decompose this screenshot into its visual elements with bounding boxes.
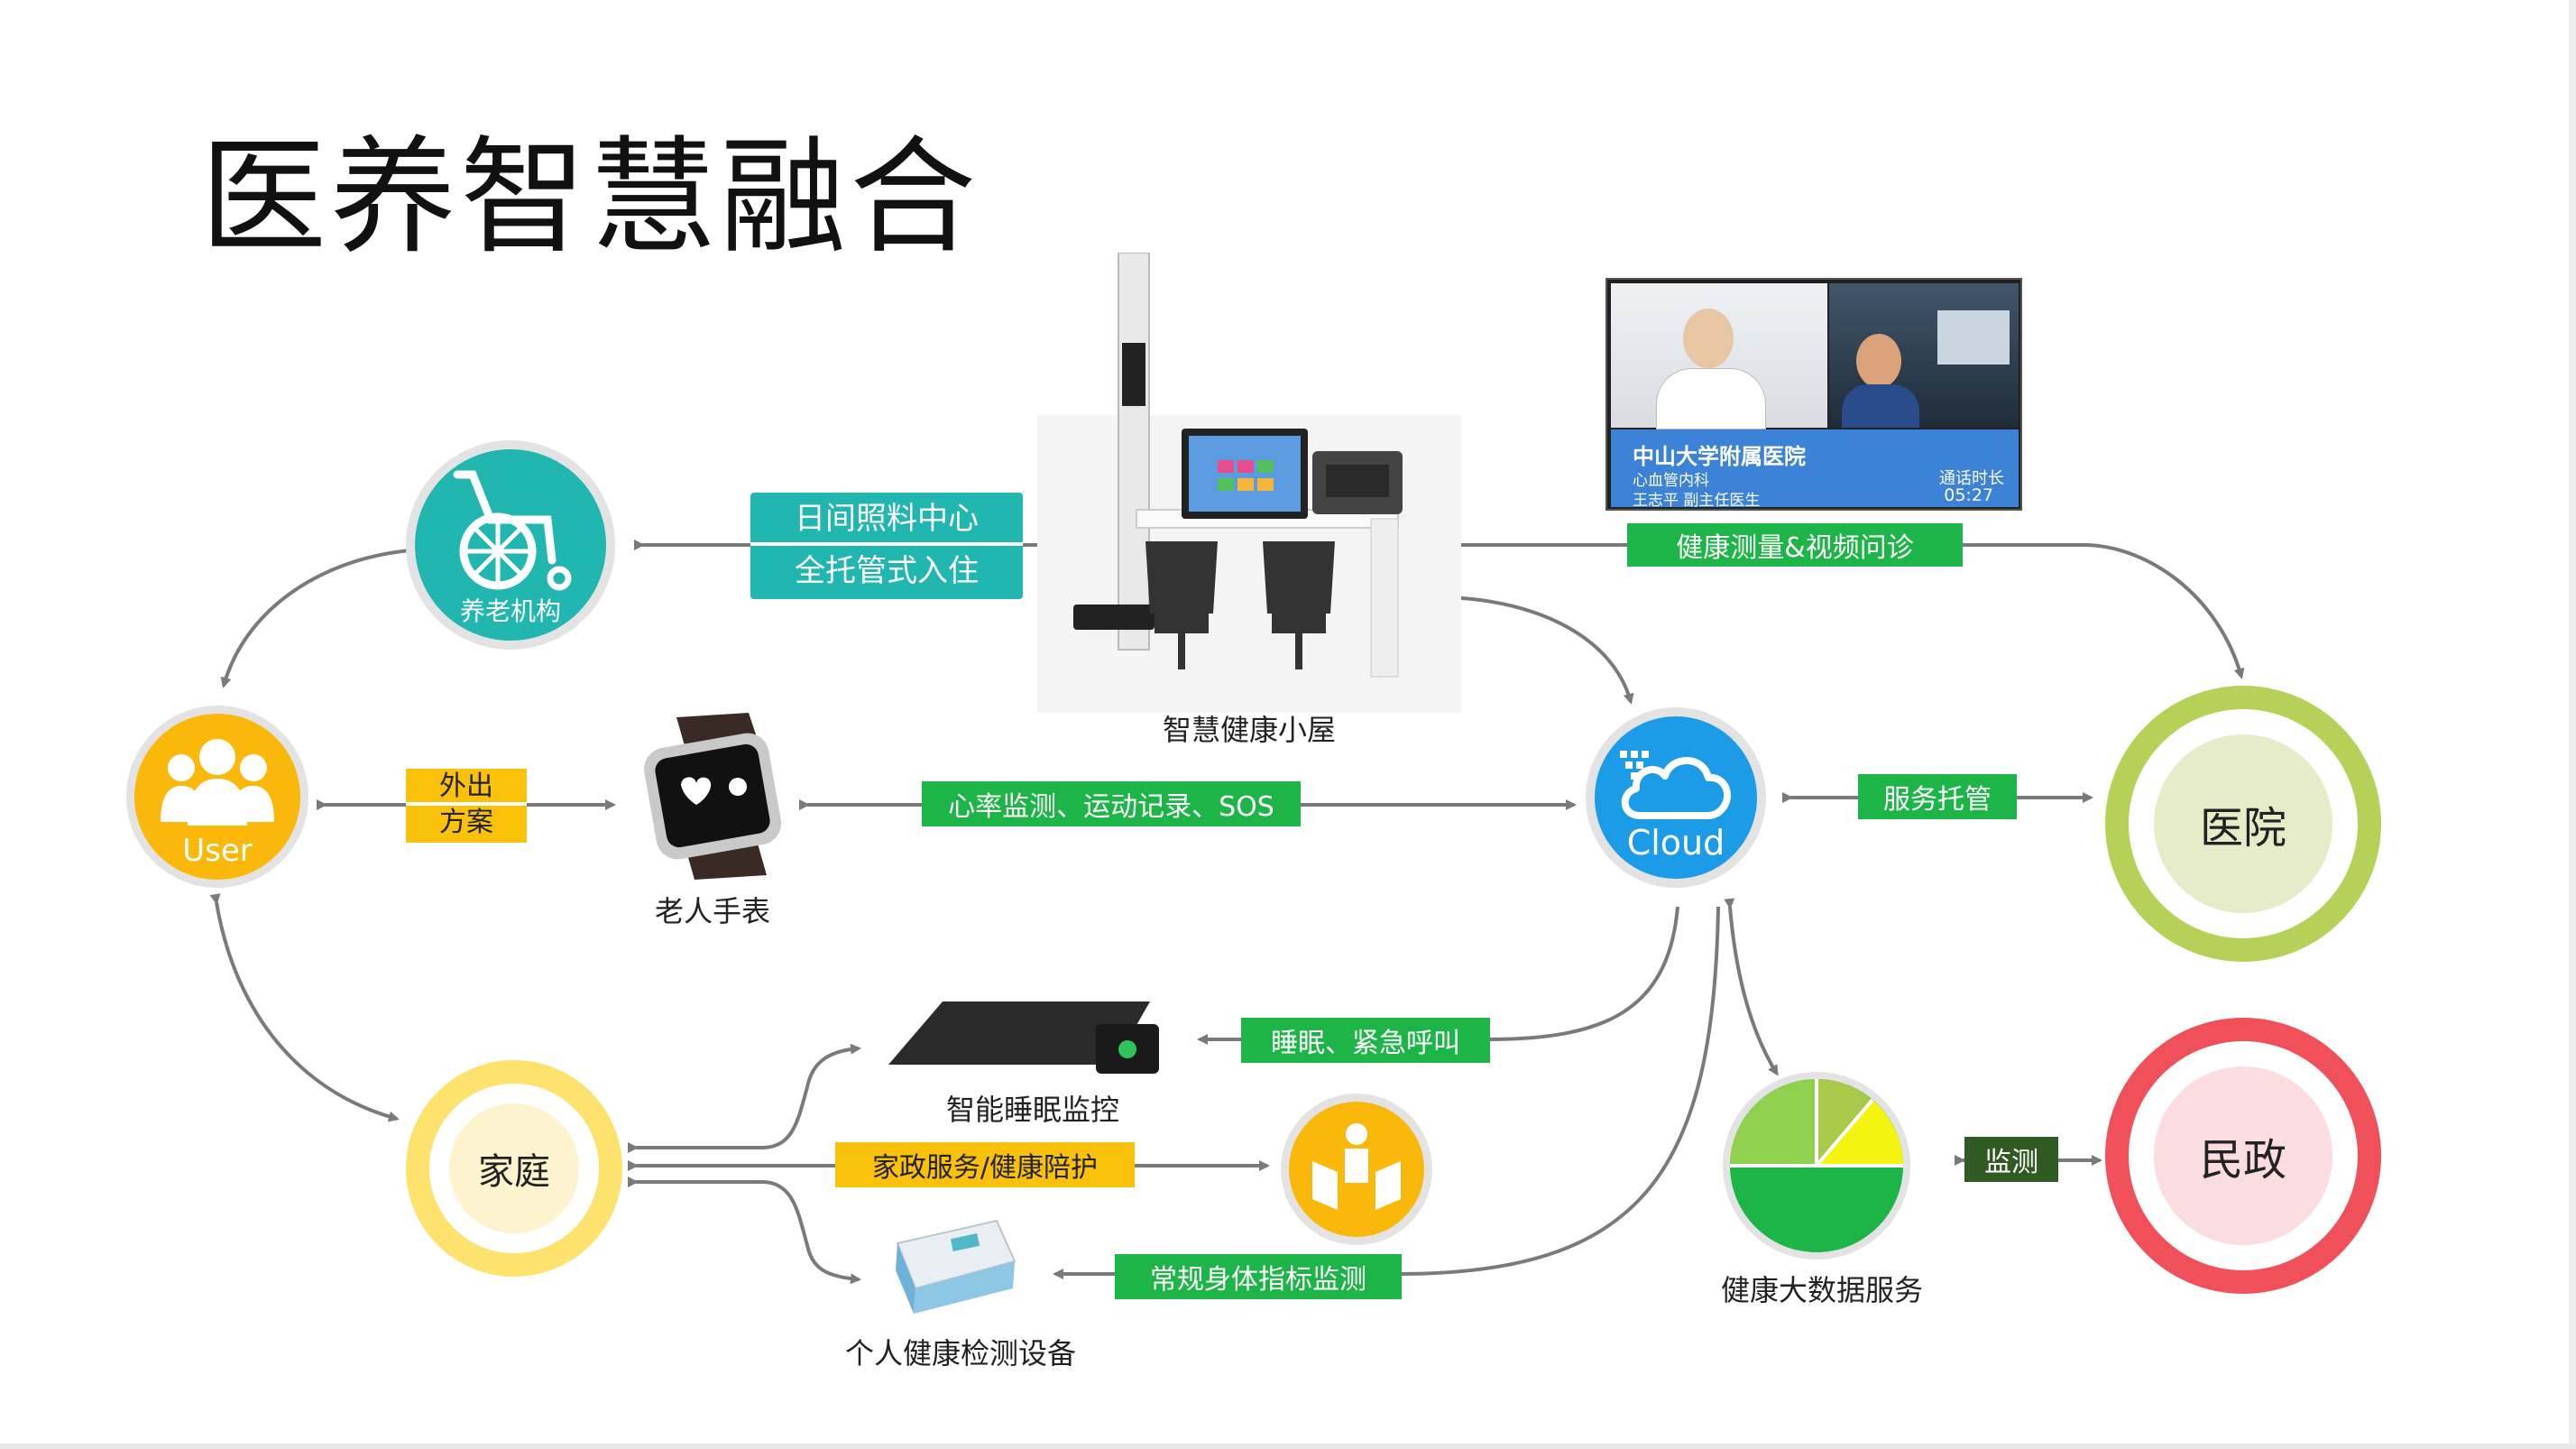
bigdata-node[interactable] <box>1723 1072 1910 1260</box>
civil-affairs-node[interactable]: 民政 <box>2105 1018 2381 1294</box>
patient-avatar <box>1856 334 1901 388</box>
video-doctor-name: 王志平 副主任医生 <box>1633 492 1761 510</box>
tag-sleep-call: 睡眠、紧急呼叫 <box>1241 1018 1490 1063</box>
tag-heart-monitor: 心率监测、运动记录、SOS <box>922 781 1301 826</box>
tag-daycare-line2: 全托管式入住 <box>795 553 979 589</box>
arrow-video-hospital <box>2083 543 2245 679</box>
video-call-panel[interactable]: 中山大学附属医院 心血管内科 王志平 副主任医生 通话时长 05:27 <box>1605 278 2022 511</box>
smart-cabin-label: 智慧健康小屋 <box>1162 713 1336 747</box>
arrow-family-sleep <box>628 1043 861 1153</box>
patient-body <box>1842 384 1919 428</box>
cloud-icon <box>1620 751 1732 819</box>
health-device-label: 个人健康检测设备 <box>844 1336 1076 1371</box>
arrow-cabin-cloud <box>1436 591 1634 705</box>
arrow-cloud-bigdata <box>1724 898 1779 1076</box>
tag-service-hosting: 服务托管 <box>1858 774 2017 819</box>
right-edge <box>2569 0 2576 1449</box>
tag-monitoring: 监测 <box>1964 1137 2058 1182</box>
family-node[interactable]: 家庭 <box>406 1060 622 1277</box>
health-device-illustration[interactable] <box>888 1207 1024 1320</box>
smartwatch-icon <box>644 713 782 880</box>
wheelchair-icon <box>453 470 572 591</box>
video-hospital-name: 中山大学附属医院 <box>1633 444 1806 469</box>
nursing-home-label: 养老机构 <box>459 596 561 626</box>
bottom-edge <box>0 1444 2576 1449</box>
user-label: User <box>182 833 253 869</box>
hospital-label: 医院 <box>2199 803 2286 854</box>
user-node[interactable]: User <box>126 706 308 888</box>
sleep-monitor-label: 智能睡眠监控 <box>945 1093 1119 1127</box>
smart-cabin-illustration[interactable] <box>1037 252 1461 713</box>
video-department: 心血管内科 <box>1633 472 1709 490</box>
support-node[interactable] <box>1281 1094 1432 1245</box>
tag-housekeeping: 家政服务/健康陪护 <box>835 1142 1135 1187</box>
doctor-coat <box>1656 368 1766 429</box>
blood-pressure-device-icon <box>896 1219 1017 1314</box>
tag-daycare-divider <box>750 542 1023 546</box>
page-title: 医养智慧融合 <box>200 125 980 272</box>
video-info-bar: 中山大学附属医院 心血管内科 王志平 副主任医生 通话时长 05:27 <box>1611 429 2019 510</box>
xray-screen <box>1937 310 2010 365</box>
cloud-node[interactable]: Cloud <box>1586 707 1766 888</box>
arrow-user-nursing <box>220 544 419 688</box>
support-icon <box>1312 1123 1401 1210</box>
video-doctor <box>1611 283 1827 429</box>
bigdata-label: 健康大数据服务 <box>1720 1273 1923 1307</box>
doctor-avatar <box>1683 309 1734 368</box>
tag-daycare: 日间照料中心 全托管式入住 <box>750 493 1023 599</box>
tag-daycare-line1: 日间照料中心 <box>795 501 979 537</box>
users-icon <box>161 739 274 826</box>
smartwatch-illustration[interactable] <box>631 713 794 880</box>
watch-label: 老人手表 <box>654 894 770 928</box>
nursing-home-node[interactable]: 养老机构 <box>406 440 615 650</box>
family-label: 家庭 <box>478 1151 550 1193</box>
video-duration-label: 通话时长 <box>1939 469 2004 488</box>
video-patient <box>1829 283 2019 428</box>
video-duration: 05:27 <box>1944 485 1993 505</box>
arrow-family-device <box>628 1177 861 1285</box>
tag-outing-line1: 外出 <box>439 771 493 802</box>
arrow-user-family <box>209 893 400 1122</box>
tag-health-video: 健康测量&视频问诊 <box>1627 523 1963 567</box>
civil-affairs-label: 民政 <box>2199 1135 2286 1186</box>
tag-outing-line2: 方案 <box>439 807 493 838</box>
tag-outing-divider <box>406 802 527 806</box>
tag-routine-monitoring: 常规身体指标监测 <box>1115 1254 1402 1299</box>
kiosk-desk-icon <box>1037 252 1461 713</box>
cloud-label: Cloud <box>1626 823 1725 863</box>
tag-outing: 外出 方案 <box>406 769 527 843</box>
arrow-cloud-sleep <box>1197 906 1679 1045</box>
arrow-cloud-device <box>1053 906 1720 1279</box>
pie-chart-icon <box>1730 1079 1903 1252</box>
hospital-node[interactable]: 医院 <box>2105 686 2381 962</box>
sleep-mat-icon <box>888 1001 1159 1074</box>
sleep-monitor-illustration[interactable] <box>888 997 1168 1078</box>
